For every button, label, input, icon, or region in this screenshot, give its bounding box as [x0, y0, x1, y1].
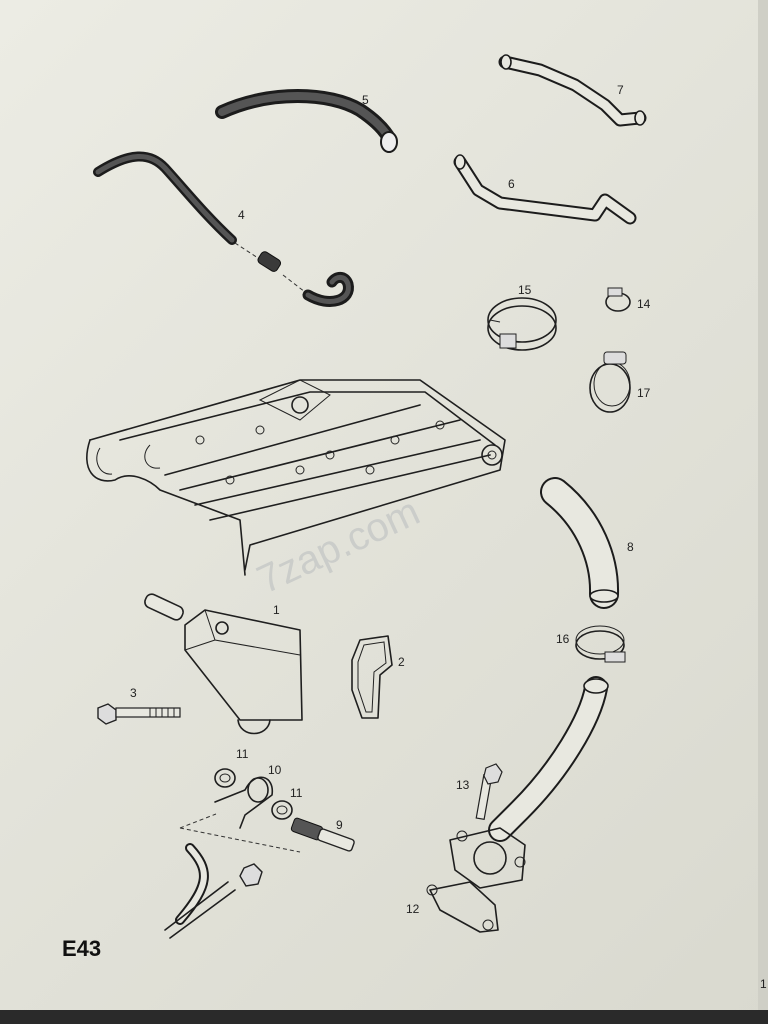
stud-part-13 — [475, 763, 503, 821]
vent-hose-part-5 — [215, 89, 398, 153]
part-label-4: 4 — [238, 208, 245, 222]
part-label-16: 16 — [556, 632, 570, 646]
vent-hose-part-4 — [93, 151, 354, 307]
part-label-17: 17 — [637, 386, 651, 400]
gasket-part-2 — [351, 635, 393, 719]
pipe-flange-part-12 — [426, 676, 609, 933]
pipe-part-6 — [453, 154, 637, 225]
part-label-3: 3 — [130, 686, 137, 700]
cylinder-head-cover-drawing — [86, 379, 506, 576]
edge-page-number: 1 — [760, 977, 767, 991]
pipe-part-7 — [498, 54, 647, 127]
part-label-7: 7 — [617, 83, 624, 97]
watermark-text: 7zap.com — [251, 489, 427, 602]
part-label-14: 14 — [637, 297, 651, 311]
part-label-8: 8 — [627, 540, 634, 554]
part-label-15: 15 — [518, 283, 532, 297]
clamp-part-15 — [487, 297, 557, 351]
housing-part-1 — [144, 593, 303, 735]
part-label-11a: 11 — [236, 747, 249, 761]
part-label-11b: 11 — [290, 786, 303, 800]
clamp-part-16 — [575, 625, 626, 663]
part-label-1: 1 — [273, 603, 280, 617]
part-label-9: 9 — [336, 818, 343, 832]
clamp-part-17 — [589, 351, 631, 413]
clamp-part-14 — [605, 287, 631, 312]
part-label-2: 2 — [398, 655, 405, 669]
screen-edge — [758, 0, 768, 1010]
banjo-assembly — [164, 768, 355, 939]
part-label-12: 12 — [406, 902, 420, 916]
part-label-13: 13 — [456, 778, 470, 792]
hose-part-8 — [540, 477, 620, 609]
bolt-part-3 — [97, 703, 181, 725]
part-label-6: 6 — [508, 177, 515, 191]
part-label-10: 10 — [268, 763, 282, 777]
part-label-5: 5 — [362, 93, 369, 107]
diagram-code: E43 — [62, 936, 101, 961]
screen-bezel — [0, 1010, 768, 1024]
